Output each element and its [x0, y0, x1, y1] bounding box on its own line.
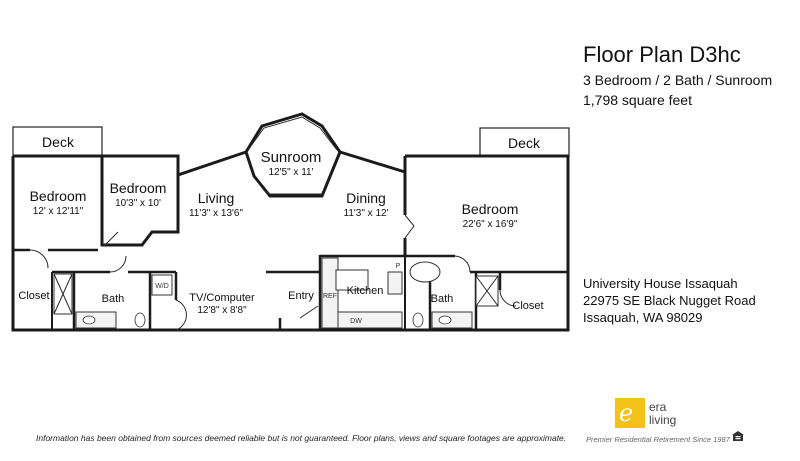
pantry-label: P: [396, 263, 401, 270]
bedroom-left-label: Bedroom: [30, 188, 87, 204]
logo-mark: e: [619, 399, 634, 427]
right-wing-walls: [320, 150, 570, 332]
dining-dims: 11'3" x 12': [344, 208, 389, 219]
sunroom-dims: 12'5" x 11': [269, 167, 314, 178]
tagline-text: Premier Residential Retirement Since 198…: [586, 435, 730, 444]
bedroom-mid-dims: 10'3" x 10': [115, 198, 161, 209]
living-label: Living: [198, 190, 235, 206]
address-line-3: Issaquah, WA 98029: [583, 310, 703, 325]
address-line-2: 22975 SE Black Nugget Road: [583, 293, 756, 308]
bedroom-mid-label: Bedroom: [110, 180, 167, 196]
left-fixtures: [53, 273, 473, 329]
sunroom-label: Sunroom: [261, 149, 322, 166]
logo-name-line-2: living: [649, 413, 677, 427]
bath-left-label: Bath: [102, 293, 125, 305]
left-wing-walls: [11, 150, 322, 332]
equal-housing-icon: [732, 431, 744, 441]
closet-right-label: Closet: [512, 300, 543, 312]
disclaimer-text: Information has been obtained from sourc…: [36, 433, 567, 443]
era-living-logo-icon: e: [615, 398, 645, 428]
dining-label: Dining: [346, 190, 386, 206]
entry-label: Entry: [288, 290, 314, 302]
closet-left-label: Closet: [18, 290, 49, 302]
logo-name-line-1: era: [649, 400, 667, 414]
washer-dryer-label: W/D: [155, 283, 169, 290]
deck-left-label: Deck: [42, 134, 75, 150]
living-dims: 11'3" x 13'6": [189, 208, 244, 219]
plan-title: Floor Plan D3hc: [583, 42, 741, 67]
deck-left: [12, 126, 103, 157]
bedroom-right-dims: 22'6" x 16'9": [463, 219, 518, 230]
tv-computer-dims: 12'8" x 8'8": [197, 305, 247, 316]
plan-square-feet: 1,798 square feet: [583, 92, 692, 108]
plan-subtitle: 3 Bedroom / 2 Bath / Sunroom: [583, 72, 773, 88]
bedroom-right-label: Bedroom: [462, 201, 519, 217]
deck-right-label: Deck: [508, 135, 541, 151]
refrigerator-label: REF: [323, 293, 337, 300]
bedroom-left-dims: 12' x 12'11": [33, 206, 84, 217]
kitchen-label: Kitchen: [347, 285, 384, 297]
dishwasher-label: DW: [350, 318, 362, 325]
bath-right-label: Bath: [431, 293, 454, 305]
tv-computer-label: TV/Computer: [189, 292, 255, 304]
address-line-1: University House Issaquah: [583, 276, 738, 291]
deck-right: [479, 127, 570, 157]
